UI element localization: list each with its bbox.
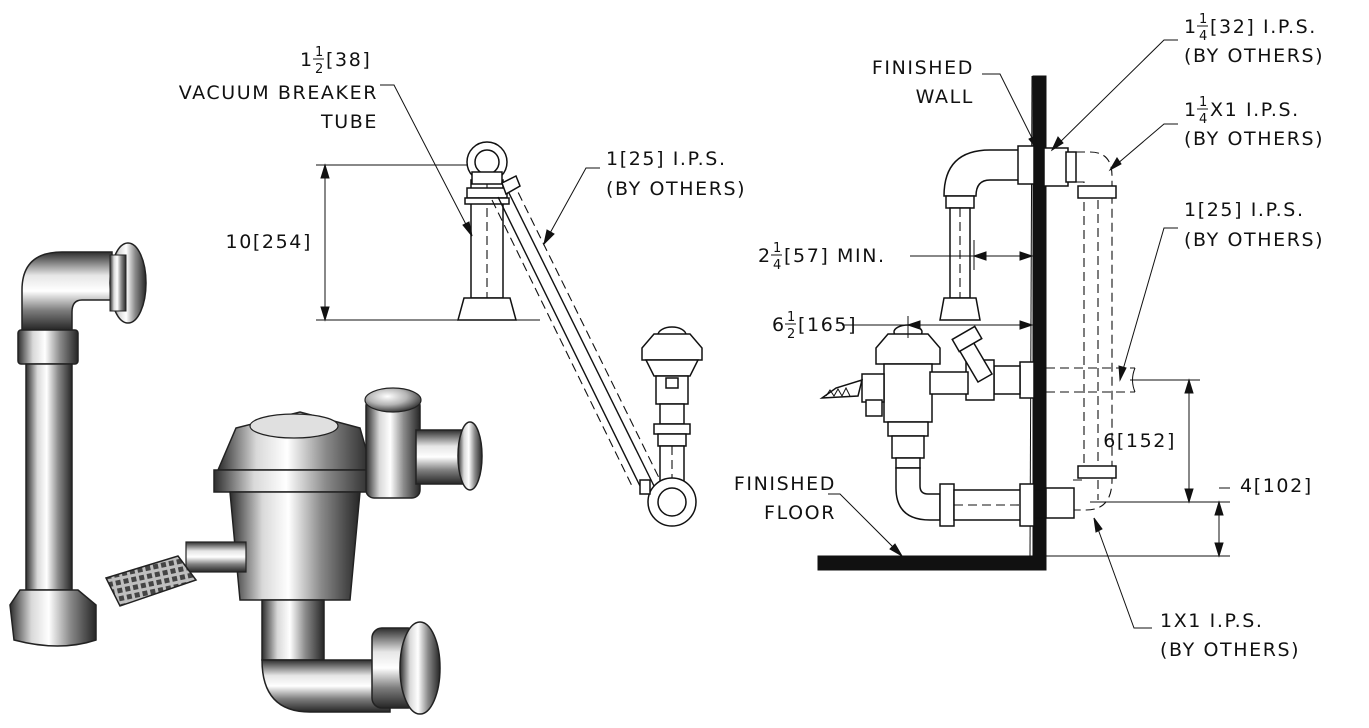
top-ips-line2: (BY OTHERS)	[1184, 45, 1324, 67]
finished-wall-line2: WALL	[916, 86, 974, 108]
top-ips-rest: [32] I.P.S.	[1210, 16, 1317, 38]
rise-dimension: 6[152]	[1103, 430, 1176, 452]
depth-dim-whole: 6	[772, 314, 786, 336]
min-dim-num: 1	[773, 241, 781, 256]
finished-floor-line2: FLOOR	[764, 502, 836, 524]
vacuum-size-metric: [38]	[326, 49, 371, 71]
vacuum-breaker-tube-photo	[9, 242, 147, 647]
vacuum-label-line2: TUBE	[320, 111, 378, 133]
finished-wall-line1: FINISHED	[872, 57, 974, 79]
depth-dim-rest: [165]	[798, 314, 857, 336]
vacuum-size-den: 2	[315, 62, 323, 77]
min-dim-rest: [57] MIN.	[784, 245, 886, 267]
supply-right-line1: 1[25] I.P.S.	[1184, 199, 1305, 221]
bottom-ips-line2: (BY OTHERS)	[1160, 639, 1300, 661]
reducer-num: 1	[1199, 95, 1207, 110]
finished-floor-line1: FINISHED	[734, 473, 836, 495]
top-ips-num: 1	[1199, 12, 1207, 27]
vacuum-size-num: 1	[315, 45, 323, 60]
vacuum-size-whole: 1	[300, 49, 314, 71]
top-ips-label: 1 1 4 [32] I.P.S. (BY OTHERS)	[1184, 12, 1324, 67]
installation-section-drawing	[817, 39, 1230, 629]
supply-left-line1: 1[25] I.P.S.	[606, 148, 727, 170]
top-ips-den: 4	[1199, 29, 1207, 44]
reducer-label: 1 1 4 X1 I.P.S. (BY OTHERS)	[1184, 95, 1324, 150]
reducer-den: 4	[1199, 112, 1207, 127]
floor-dimension: 4[102]	[1240, 475, 1313, 497]
depth-dim-num: 1	[787, 310, 795, 325]
min-dim-whole: 2	[758, 245, 772, 267]
depth-dimension-label: 6 1 2 [165]	[772, 310, 857, 342]
min-dimension-label: 2 1 4 [57] MIN.	[758, 241, 886, 273]
top-ips-whole: 1	[1184, 16, 1198, 38]
reducer-rest: X1 I.P.S.	[1210, 99, 1300, 121]
bottom-ips-line1: 1X1 I.P.S.	[1160, 610, 1264, 632]
flush-valve-photo	[104, 387, 483, 715]
vacuum-breaker-label: 1 1 2 [38] VACUUM BREAKER TUBE	[179, 45, 378, 133]
supply-right-line2: (BY OTHERS)	[1184, 229, 1324, 251]
side-elevation-drawing	[316, 84, 703, 527]
svg-text:1: 1	[300, 49, 314, 71]
vacuum-label-line1: VACUUM BREAKER	[179, 82, 378, 104]
reducer-whole: 1	[1184, 99, 1198, 121]
min-dim-den: 4	[773, 258, 781, 273]
product-photo	[9, 242, 483, 715]
supply-left-line2: (BY OTHERS)	[606, 178, 746, 200]
depth-dim-den: 2	[787, 327, 795, 342]
height-dimension: 10[254]	[226, 231, 312, 253]
reducer-line2: (BY OTHERS)	[1184, 128, 1324, 150]
